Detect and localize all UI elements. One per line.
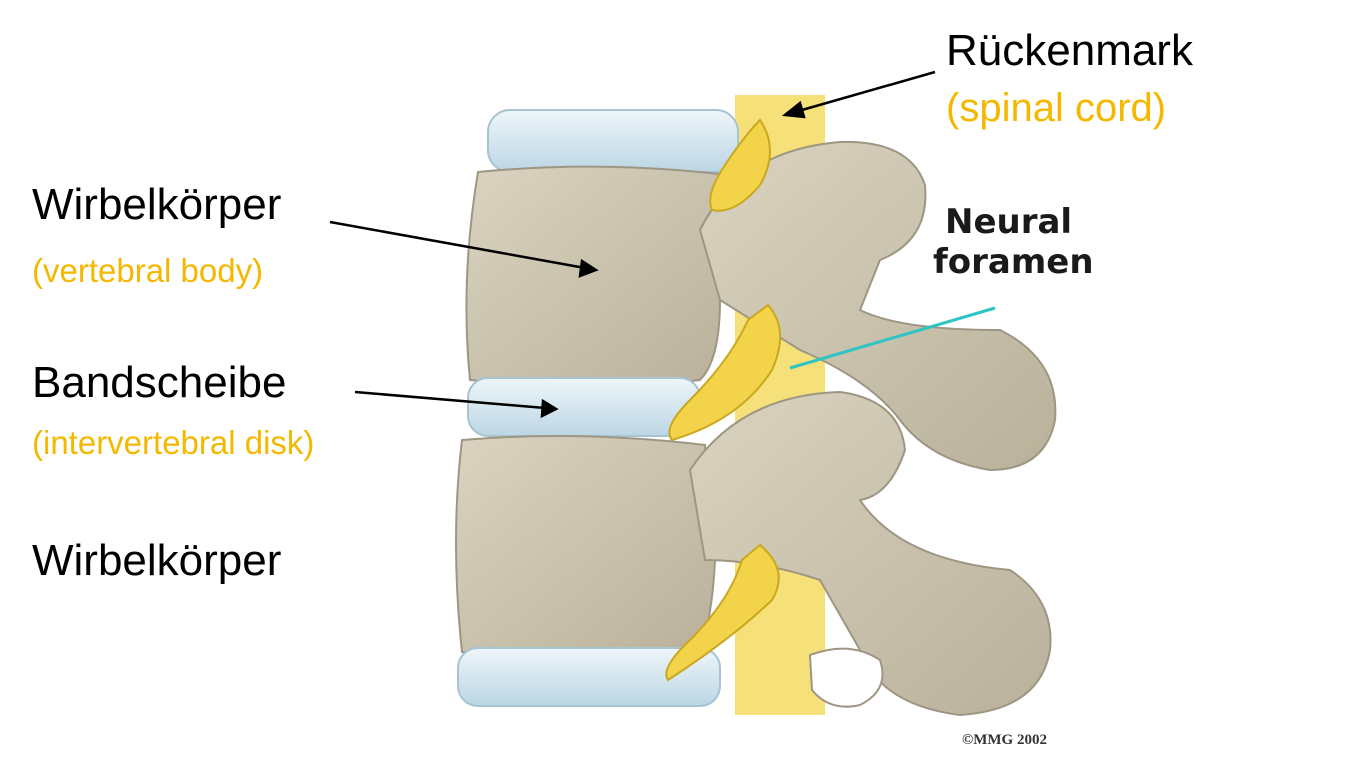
nerve-root-upper <box>709 118 771 212</box>
label-disk-en: (intervertebral disk) <box>32 424 315 461</box>
label-vertebral-body2-de: Wirbelkörper <box>32 536 282 585</box>
label-vertebral-body-en: (vertebral body) <box>32 252 264 289</box>
copyright-text: ©MMG 2002 <box>962 732 1047 748</box>
bottom-disk <box>457 647 721 707</box>
nerve-root-lower <box>665 543 780 682</box>
label-disk-de: Bandscheibe <box>32 358 287 407</box>
facet-joint <box>808 647 884 708</box>
pointer-neural-foramen <box>789 306 996 370</box>
label-neural-foramen: Neural foramen <box>933 202 1094 282</box>
intervertebral-disk <box>467 377 701 437</box>
label-neural-foramen-line2: foramen <box>933 242 1094 282</box>
top-disk <box>487 109 739 173</box>
label-spinal-cord-de: Rückenmark <box>946 26 1193 75</box>
pointer-spinal-cord <box>781 70 936 119</box>
label-neural-foramen-line1: Neural <box>945 202 1073 242</box>
lower-vertebral-body <box>455 435 717 657</box>
pointer-disk <box>354 390 559 419</box>
upper-vertebral-body <box>465 165 730 387</box>
nerve-root-middle <box>668 303 782 442</box>
label-vertebral-body-de: Wirbelkörper <box>32 180 282 229</box>
label-spinal-cord-en: (spinal cord) <box>946 86 1167 130</box>
upper-posterior-process <box>698 140 1057 472</box>
pointer-vertebral-body <box>329 220 599 278</box>
